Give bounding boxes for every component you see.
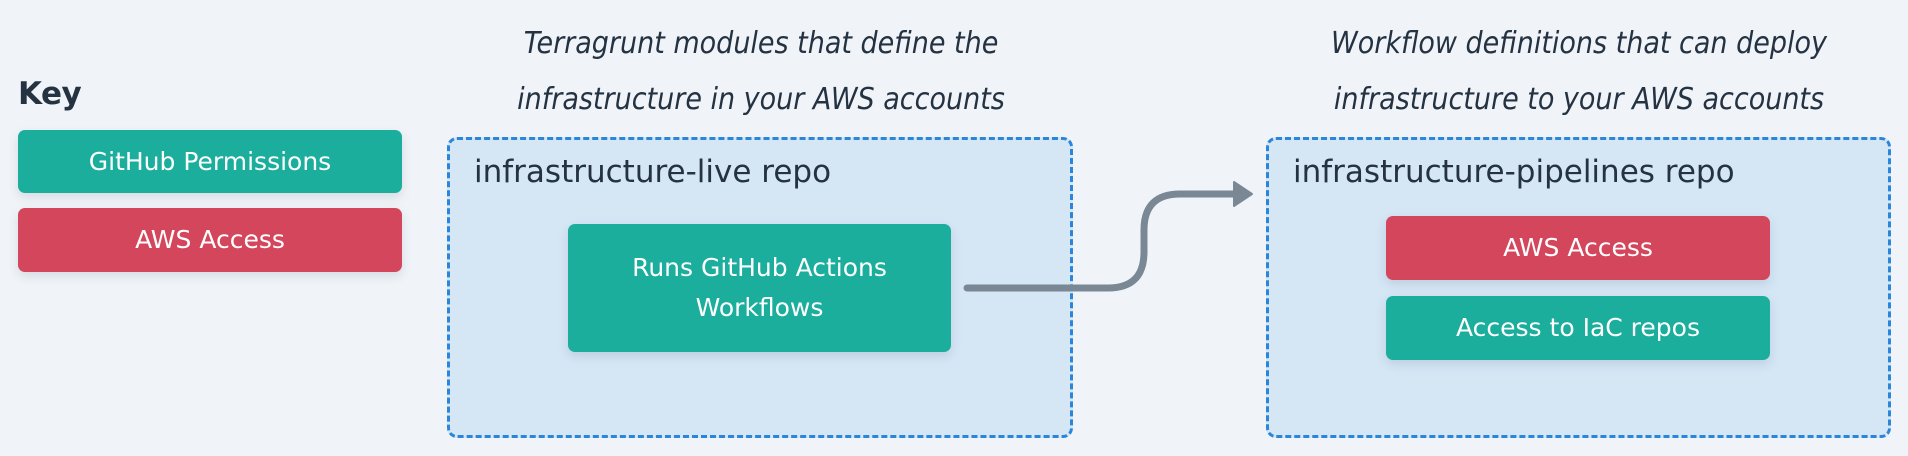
box-label: AWS Access: [1503, 233, 1653, 262]
right-caption-line2: infrastructure to your AWS accounts: [1333, 82, 1825, 117]
key-title: Key: [18, 76, 82, 112]
key-item-label: AWS Access: [135, 225, 285, 254]
left-caption: Terragrunt modules that define the infra…: [448, 16, 1074, 128]
pipelines-aws-access-box: AWS Access: [1386, 216, 1770, 280]
key-item-aws-access: AWS Access: [18, 208, 402, 272]
key-item-label: GitHub Permissions: [88, 146, 332, 176]
repo-label: infrastructure-pipelines repo: [1293, 154, 1735, 190]
box-label: Access to IaC repos: [1456, 313, 1700, 342]
infrastructure-pipelines-repo: infrastructure-pipelines repo: [1266, 137, 1891, 438]
left-caption-line2: infrastructure in your AWS accounts: [517, 82, 1005, 117]
box-line2: Workflows: [695, 293, 824, 322]
key-item-github-permissions: GitHub Permissions: [18, 130, 402, 193]
repo-label: infrastructure-live repo: [474, 154, 832, 190]
right-caption: Workflow definitions that can deploy inf…: [1266, 16, 1892, 128]
box-line1: Runs GitHub Actions: [632, 253, 887, 282]
pipelines-iac-access-box: Access to IaC repos: [1386, 296, 1770, 360]
runs-github-actions-box: Runs GitHub Actions Workflows: [568, 224, 951, 352]
left-caption-line1: Terragrunt modules that define the: [523, 26, 999, 61]
right-caption-line1: Workflow definitions that can deploy: [1331, 26, 1827, 61]
